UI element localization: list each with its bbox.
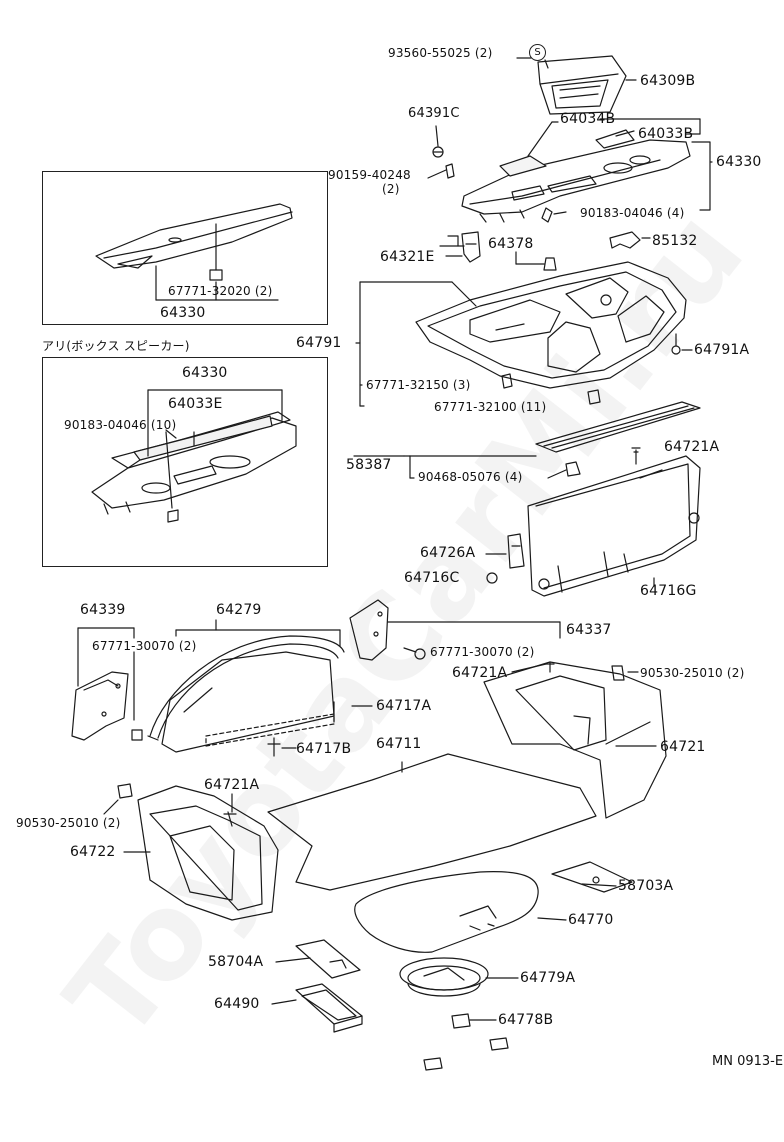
label-64716c: 64716C: [404, 570, 460, 586]
label-67771-30070-right: 67771-30070 (2): [430, 645, 535, 659]
part-64309b-drawing: [537, 55, 627, 115]
part-58387-drawing: [535, 401, 701, 453]
inset2-label-clip: 90183-04046 (10): [64, 418, 177, 432]
label-64330-main: 64330: [716, 154, 762, 170]
label-90468-05076: 90468-05076 (4): [418, 470, 523, 484]
label-90183-04046-main: 90183-04046 (4): [580, 206, 685, 220]
part-64779a-drawing: [399, 957, 489, 997]
label-67771-32150: 67771-32150 (3): [366, 378, 471, 392]
part-64321e-drawing: [447, 231, 481, 263]
part-64791-drawing: [415, 261, 687, 389]
label-90159-40248: 90159-40248: [328, 168, 411, 182]
label-64770: 64770: [568, 912, 614, 928]
inset1-label-part: 64330: [160, 305, 206, 321]
label-64779a: 64779A: [520, 970, 576, 986]
label-64279: 64279: [216, 602, 262, 618]
label-64378: 64378: [488, 236, 534, 252]
label-90530-25010-right: 90530-25010 (2): [640, 666, 745, 680]
part-64721-drawing: [483, 661, 667, 819]
label-64717a: 64717A: [376, 698, 432, 714]
part-64722-drawing: [137, 785, 279, 921]
inset2-shelf-drawing: [91, 411, 297, 523]
label-93560-55025: 93560-55025 (2): [388, 46, 493, 60]
part-64716g-drawing: [527, 455, 701, 597]
label-64034b: 64034B: [560, 111, 616, 127]
inset-box-1: [42, 171, 328, 325]
label-64391c: 64391C: [408, 106, 460, 121]
label-58703a: 58703A: [618, 878, 674, 894]
label-64721a-mid: 64721A: [452, 665, 508, 681]
label-64721a-upper: 64721A: [664, 439, 720, 455]
part-64279-drawing: [147, 635, 345, 741]
label-64726a: 64726A: [420, 545, 476, 561]
part-64770-drawing: [354, 871, 539, 953]
s-mark-icon: S: [529, 44, 546, 61]
label-64490: 64490: [214, 996, 260, 1012]
label-64717b: 64717B: [296, 741, 352, 757]
label-90530-25010-left: 90530-25010 (2): [16, 816, 121, 830]
part-64717a-drawing: [161, 651, 335, 753]
part-64490-drawing: [295, 983, 363, 1033]
label-64309b: 64309B: [640, 73, 696, 89]
part-64337-drawing: [349, 599, 389, 661]
label-64721: 64721: [660, 739, 706, 755]
part-64378-drawing: [515, 251, 557, 271]
part-58704a-drawing: [295, 939, 361, 979]
label-64716g: 64716G: [640, 583, 697, 599]
inset-caption: アリ(ボックス スピーカー): [42, 339, 190, 353]
part-85132-drawing: [609, 231, 651, 249]
drawing-reference: MN 0913-E: [712, 1054, 784, 1069]
label-67771-30070-left: 67771-30070 (2): [92, 639, 197, 653]
inset1-label-clip: 67771-32020 (2): [168, 284, 273, 298]
label-64721a-lower: 64721A: [204, 777, 260, 793]
label-64321e: 64321E: [380, 249, 435, 265]
part-58703a-drawing: [551, 861, 633, 893]
label-64778b: 64778B: [498, 1012, 554, 1028]
label-64711: 64711: [376, 736, 422, 752]
label-90159-qty: (2): [382, 182, 400, 196]
label-64337: 64337: [566, 622, 612, 638]
part-64339-drawing: [71, 671, 129, 741]
part-64726a-drawing: [507, 533, 525, 569]
inset2-label-sub: 64033E: [168, 396, 223, 412]
label-64722: 64722: [70, 844, 116, 860]
inset2-label-part: 64330: [182, 365, 228, 381]
label-64339: 64339: [80, 602, 126, 618]
inset1-shelf-drawing: [95, 203, 293, 281]
label-85132: 85132: [652, 233, 698, 249]
label-64791: 64791: [296, 335, 342, 351]
label-64033b: 64033B: [638, 126, 694, 142]
label-64791a: 64791A: [694, 342, 750, 358]
label-67771-32100: 67771-32100 (11): [434, 400, 547, 414]
part-64330-shelf-drawing: [461, 129, 691, 223]
part-64711-drawing: [267, 753, 597, 891]
inset-box-2: [42, 357, 328, 567]
label-58704a: 58704A: [208, 954, 264, 970]
label-58387: 58387: [346, 457, 392, 473]
